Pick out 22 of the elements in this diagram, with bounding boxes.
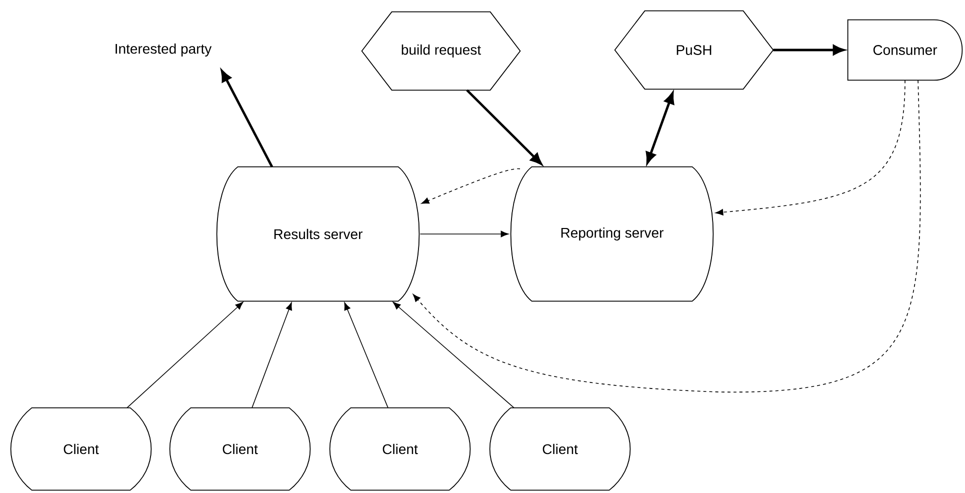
arrow: [646, 92, 674, 164]
server-box: Client: [329, 407, 471, 491]
server-box: Reporting server: [510, 166, 714, 302]
arrow: [252, 302, 292, 408]
arrow: [773, 44, 844, 56]
arrow: [220, 70, 274, 168]
arrow: [344, 302, 388, 408]
server-box: Results server: [216, 166, 420, 302]
server-box: Client: [10, 407, 152, 491]
server-box: Client: [169, 407, 311, 491]
arrow: [715, 80, 906, 216]
server-box: Client: [489, 407, 631, 491]
hexagon-box: build request: [361, 11, 521, 91]
consumer-box: Consumer: [847, 19, 963, 81]
arrow: [412, 80, 921, 392]
arrow: [420, 230, 509, 238]
arrow: [421, 168, 520, 204]
arrow: [392, 302, 514, 408]
text-label: Interested party: [116, 43, 212, 57]
hexagon-box: PuSH: [614, 10, 774, 90]
arrow: [466, 89, 542, 165]
arrow: [126, 302, 244, 408]
